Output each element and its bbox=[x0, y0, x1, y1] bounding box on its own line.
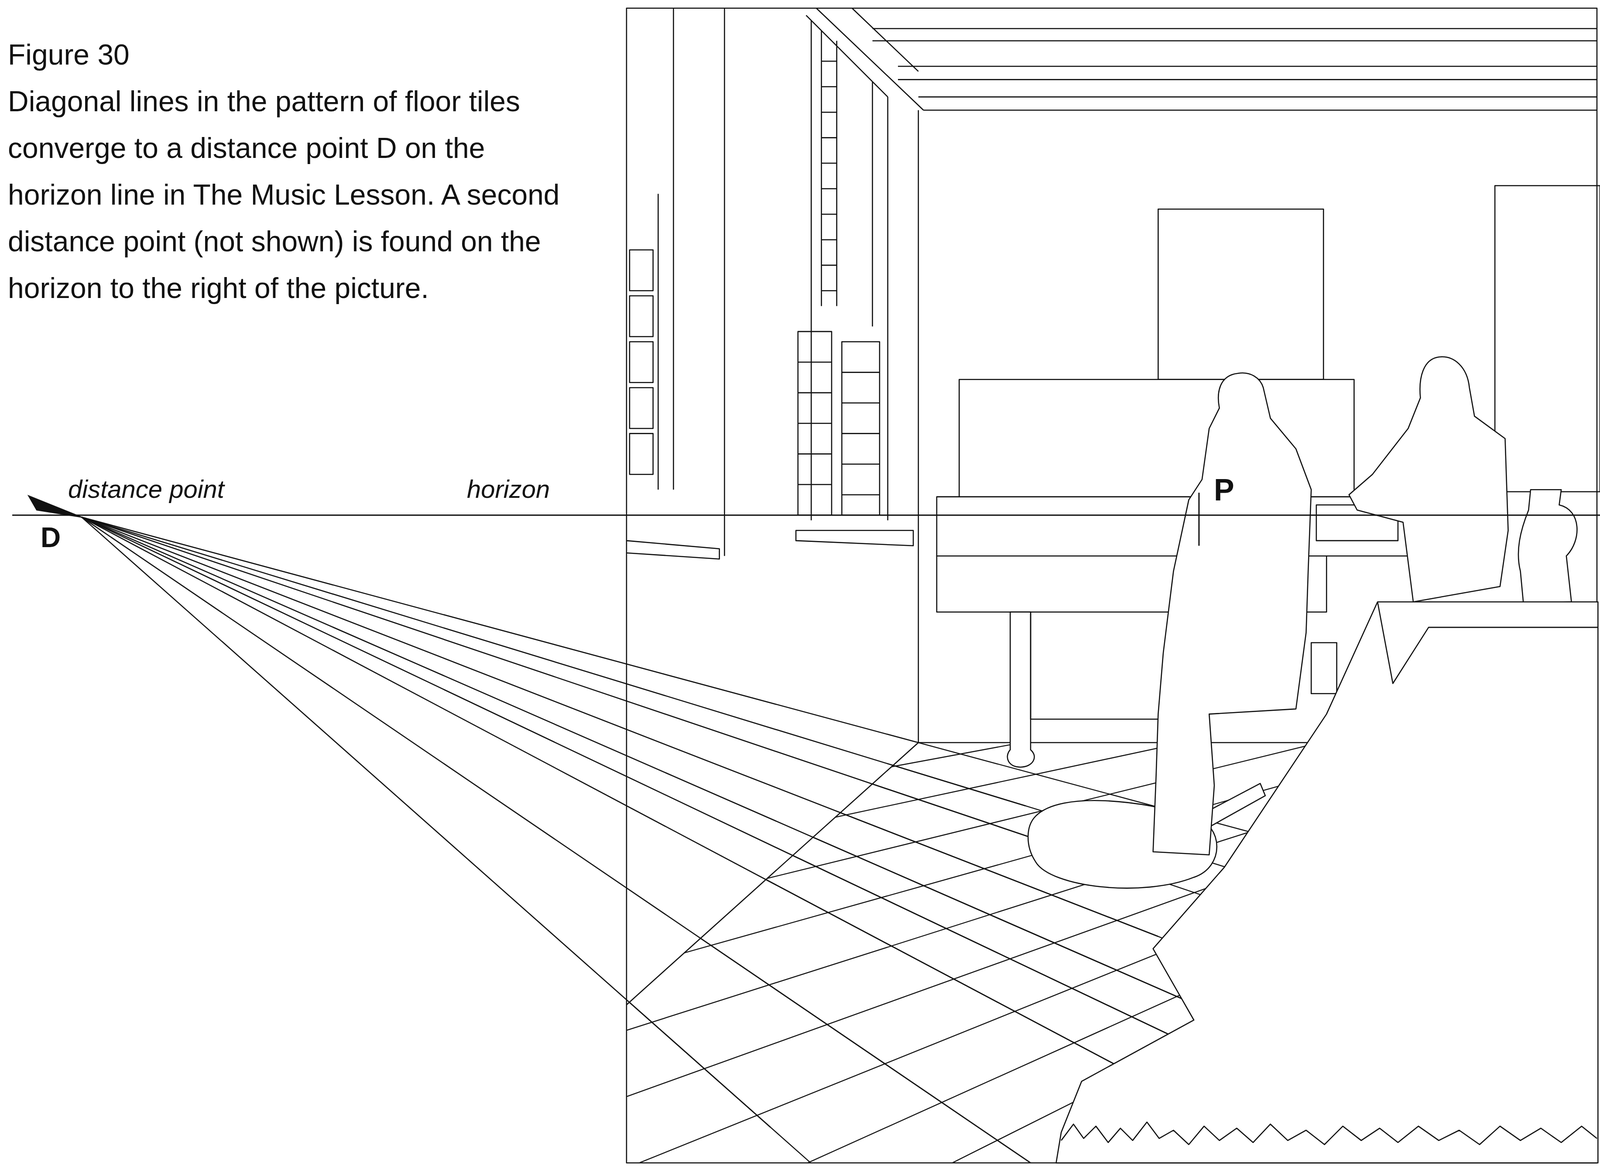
chair bbox=[1311, 642, 1337, 694]
window-frame bbox=[806, 15, 888, 521]
horizon-group bbox=[12, 492, 1600, 546]
tile-line bbox=[81, 517, 1600, 1168]
construction-line bbox=[81, 517, 919, 743]
painting-outline bbox=[626, 8, 1600, 1164]
wall-lines bbox=[657, 8, 919, 743]
window-bars bbox=[821, 61, 837, 291]
window-panes bbox=[629, 250, 654, 475]
tile-line bbox=[81, 517, 834, 1168]
man-figure bbox=[1349, 356, 1509, 603]
point-letter: D bbox=[38, 523, 63, 552]
tile-line bbox=[612, 515, 1600, 1168]
wall-picture bbox=[1158, 208, 1324, 380]
construction-line bbox=[81, 517, 1026, 806]
table-rug bbox=[1056, 601, 1599, 1163]
tile-line bbox=[81, 517, 1600, 1168]
floor-tiles bbox=[81, 515, 1600, 1168]
tile-line bbox=[612, 515, 1600, 1168]
jug bbox=[1518, 489, 1577, 604]
center-tick bbox=[1198, 492, 1200, 546]
point-label: distance point bbox=[66, 476, 227, 502]
tile-line bbox=[612, 515, 1600, 1168]
figure-caption: Diagonal lines in the pattern of floor t… bbox=[7, 78, 576, 312]
construction-lines bbox=[81, 517, 1225, 1163]
ceiling-beams bbox=[816, 8, 1597, 111]
window-sill bbox=[795, 530, 914, 546]
rug-fringe bbox=[1061, 1122, 1597, 1145]
window-sill bbox=[626, 540, 720, 559]
tile-line bbox=[81, 517, 1600, 1168]
point-letter: P bbox=[1212, 474, 1237, 506]
line-label: horizon bbox=[465, 476, 552, 502]
virginal-stretcher bbox=[1030, 612, 1174, 720]
construction-line bbox=[81, 517, 771, 1128]
construction-line bbox=[81, 517, 1031, 1163]
wall-picture bbox=[1494, 185, 1600, 492]
figures bbox=[936, 356, 1598, 1164]
figure-title: Figure 30 bbox=[7, 31, 130, 79]
tile-line bbox=[81, 517, 1600, 1168]
horizon-line bbox=[12, 514, 1600, 516]
tile-line bbox=[81, 517, 1600, 1168]
window-shutter bbox=[798, 331, 880, 516]
table-top bbox=[1377, 601, 1598, 684]
tile-line bbox=[612, 515, 1600, 1168]
